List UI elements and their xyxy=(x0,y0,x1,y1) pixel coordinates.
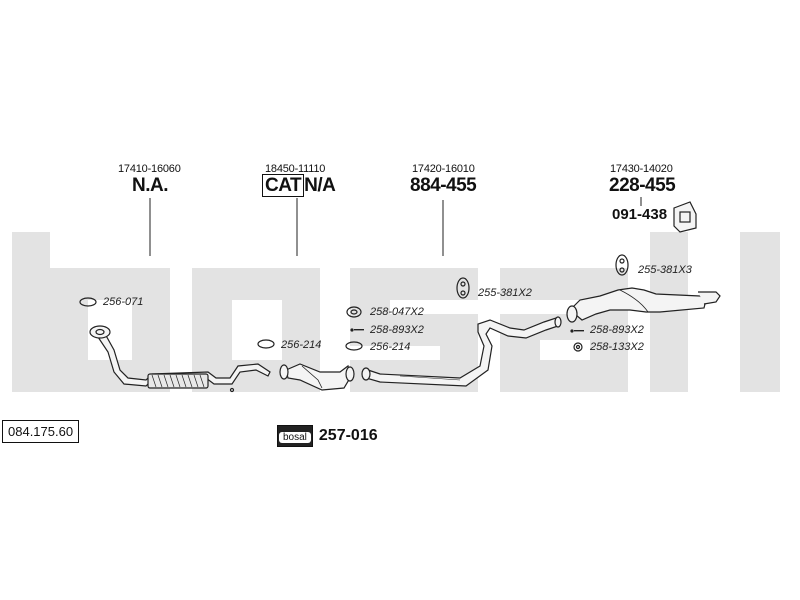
leader-lines xyxy=(149,197,642,256)
mounting-kit-number: 257-016 xyxy=(318,427,378,444)
bolt-icon xyxy=(350,328,584,333)
oem-number-middle: 17420-16010 xyxy=(412,163,475,175)
front-pipe-part-number: N.A. xyxy=(132,175,169,196)
catalytic-converter xyxy=(279,363,355,391)
rear-muffler xyxy=(566,287,721,323)
label-spring-rear: 258-133X2 xyxy=(590,341,644,353)
label-hanger-rear: 255-381X3 xyxy=(638,264,692,276)
label-clamp: 258-047X2 xyxy=(370,306,424,318)
reference-number: 084.175.60 xyxy=(2,420,80,443)
mounting-kit: bosal 257-016 xyxy=(277,425,378,447)
clamp-icon xyxy=(346,306,362,318)
label-hanger-mid: 255-381X2 xyxy=(478,287,532,299)
tailpipe-end-icon xyxy=(673,201,697,233)
front-pipe xyxy=(89,325,271,393)
spring-washer-icon xyxy=(573,342,583,352)
label-gasket-cat-left: 256-214 xyxy=(281,339,322,351)
label-bolt-rear: 258-893X2 xyxy=(590,324,644,336)
middle-pipe-part-number: 884-455 xyxy=(410,175,477,196)
rubber-hanger-icon xyxy=(456,254,629,299)
gasket-icon xyxy=(79,297,363,351)
bosal-watermark xyxy=(12,232,780,392)
label-gasket-front: 256-071 xyxy=(103,296,144,308)
middle-pipe xyxy=(361,316,562,387)
oem-number-rear: 17430-14020 xyxy=(610,163,673,175)
oem-number-front: 17410-16060 xyxy=(118,163,181,175)
rear-muffler-part-number: 228-455 xyxy=(609,175,676,196)
bosal-badge: bosal xyxy=(277,425,313,447)
tailpipe-part-number: 091-438 xyxy=(612,206,668,223)
cat-badge: CAT xyxy=(262,174,305,197)
cat-value: N/A xyxy=(304,175,336,196)
label-bolt-mid: 258-893X2 xyxy=(370,324,424,336)
label-gasket-cat-right: 256-214 xyxy=(370,341,411,353)
oem-number-cat: 18450-11110 xyxy=(265,163,326,175)
